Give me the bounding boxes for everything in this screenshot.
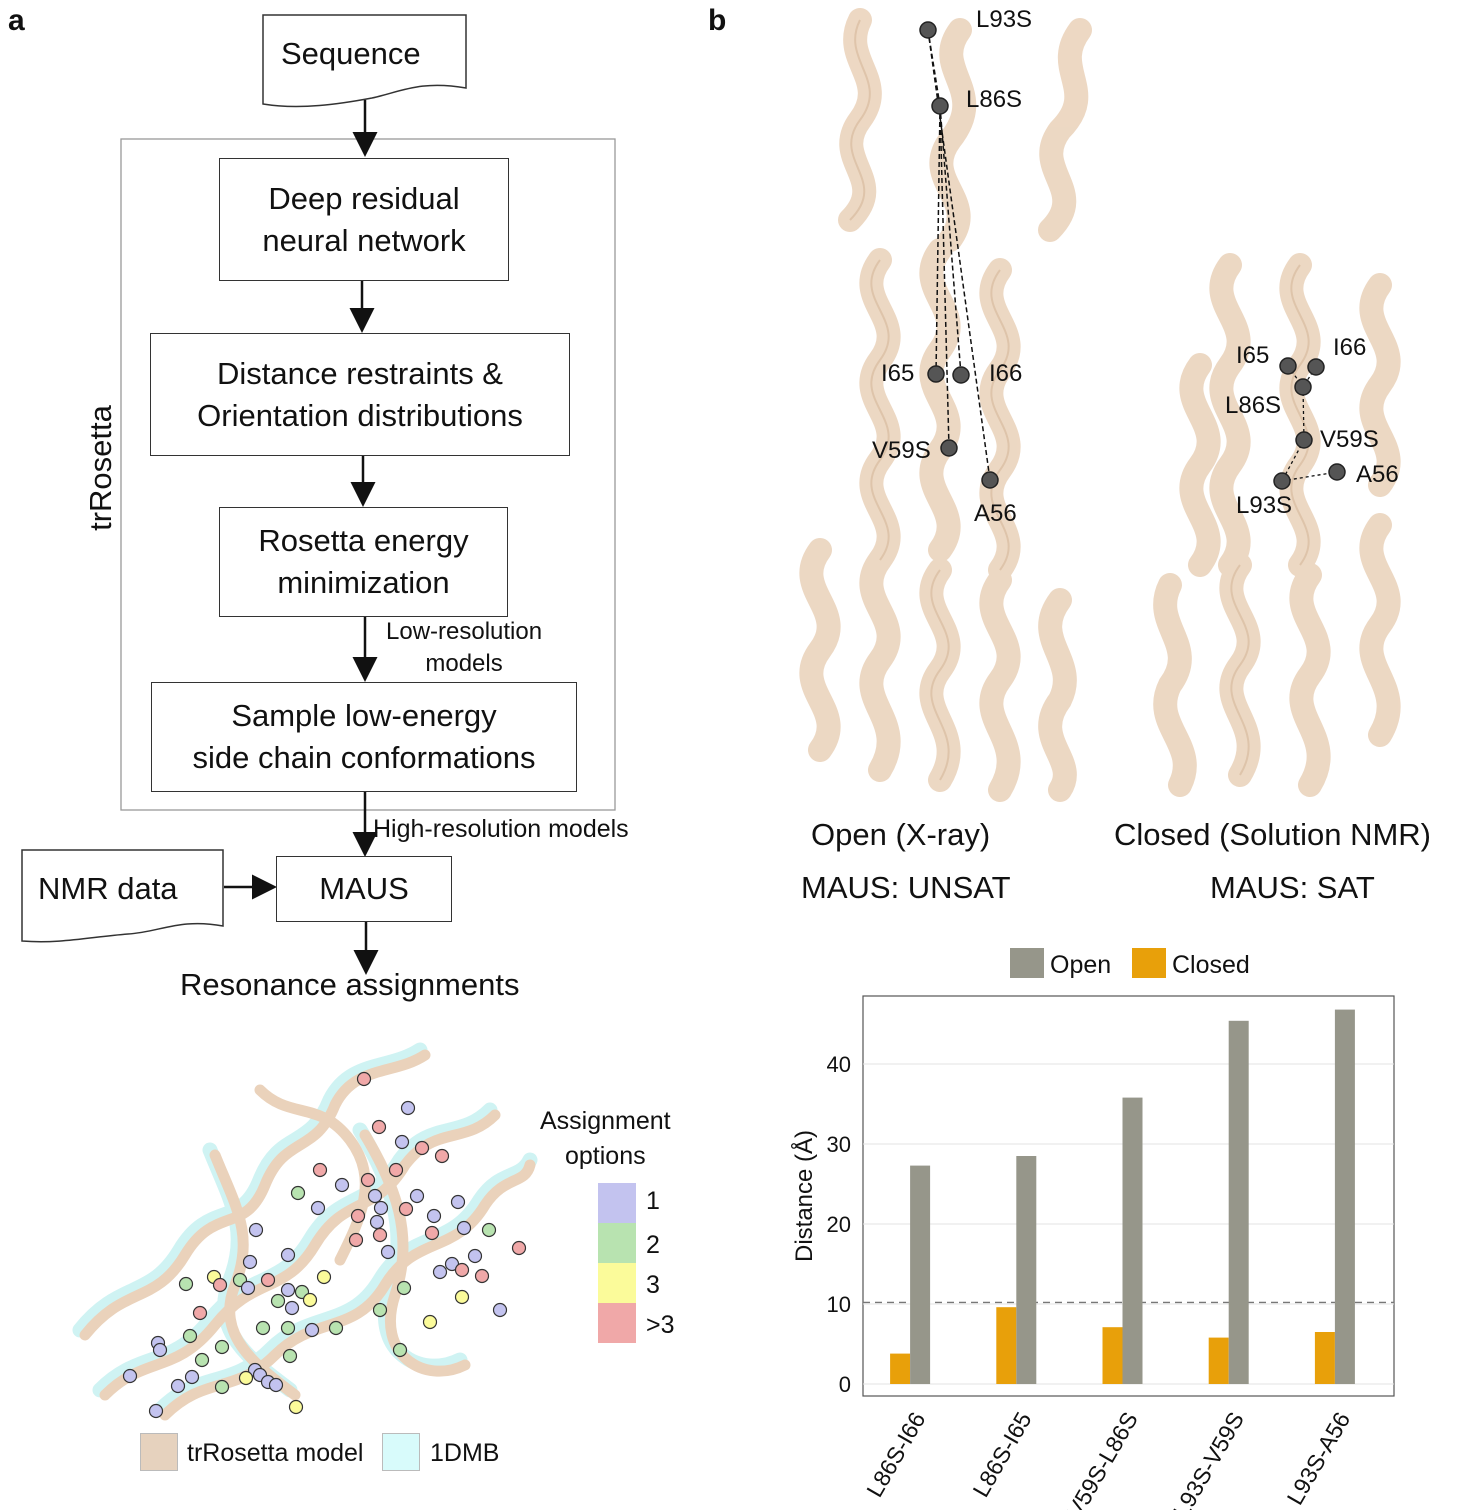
x-tick-label-L86S-I65: L86S-I65 — [967, 1408, 1036, 1502]
x-tick-label-L93S-V59S: L93S-V59S — [1168, 1408, 1249, 1510]
distance-restraints-text: Distance restraints & Orientation distri… — [197, 355, 523, 433]
open-atoms — [919, 21, 999, 489]
trrosetta-model-swatch — [140, 1433, 178, 1471]
sample-conformations-box: Sample low-energy side chain conformatio… — [151, 682, 577, 792]
bar-open-L93S-V59S — [1228, 1020, 1249, 1384]
high-resolution-models-label: High-resolution models — [373, 815, 629, 843]
bar-closed-V59S-L86S — [1102, 1327, 1123, 1384]
bar-closed-L93S-A56 — [1314, 1332, 1335, 1384]
y-tick-label-20: 20 — [827, 1212, 851, 1237]
closed-label-a56: A56 — [1356, 461, 1399, 488]
legend-swatch-closed — [1132, 948, 1166, 978]
y-tick-label-30: 30 — [827, 1132, 851, 1157]
rosetta-minimization-text: Rosetta energy minimization — [258, 523, 469, 600]
open-label-l93s: L93S — [976, 6, 1033, 33]
x-tick-label-V59S-L86S: V59S-L86S — [1061, 1408, 1142, 1510]
closed-title: Closed (Solution NMR) — [1114, 817, 1431, 852]
trrosetta-label: trRosetta — [82, 405, 118, 531]
closed-structure-image — [1153, 253, 1401, 797]
bar-closed-L93S-V59S — [1208, 1337, 1229, 1384]
x-tick-label-L93S-A56: L93S-A56 — [1282, 1408, 1356, 1510]
sequence-label: Sequence — [281, 36, 421, 71]
distance-bar-chart: Open Closed 0 10 20 30 40 L86S-I66 L86S-I65 V5… — [790, 948, 1395, 1510]
1dmb-label: 1DMB — [430, 1439, 500, 1467]
open-title: Open (X-ray) — [811, 817, 991, 852]
y-tick-label-40: 40 — [827, 1052, 851, 1077]
bar-open-L86S-I65 — [1016, 1156, 1037, 1384]
distance-restraints-box: Distance restraints & Orientation distri… — [150, 333, 570, 456]
open-label-l86s: L86S — [966, 86, 1023, 113]
y-axis-label: Distance (Å) — [790, 1130, 818, 1262]
panel-a-letter: a — [8, 4, 25, 37]
open-helix-stripes — [849, 19, 1010, 781]
assignment-options-title: Assignment options — [540, 1107, 671, 1170]
assignment-swatch-2 — [598, 1223, 636, 1263]
y-tick-label-0: 0 — [839, 1372, 851, 1397]
maus-box: MAUS — [276, 856, 452, 922]
assignment-structure-image — [72, 1042, 538, 1421]
deep-residual-network-box: Deep residual neural network — [219, 158, 509, 281]
closed-label-v59s: V59S — [1320, 426, 1379, 453]
1dmb-swatch — [382, 1433, 420, 1471]
closed-atoms — [1273, 357, 1346, 490]
closed-maus-result: MAUS: SAT — [1210, 870, 1375, 905]
sequence-document-shape — [262, 14, 467, 108]
bar-layer — [890, 1009, 1355, 1384]
panel-b-letter: b — [708, 4, 727, 37]
closed-label-i66: I66 — [1333, 334, 1367, 361]
legend-swatch-open — [1010, 948, 1044, 978]
assignment-spheres — [122, 1071, 527, 1419]
low-resolution-models-label: Low-resolution models — [386, 618, 543, 677]
assignment-swatch-1 — [598, 1183, 636, 1223]
bar-open-V59S-L86S — [1122, 1097, 1143, 1384]
chart-legend: Open Closed — [1010, 948, 1250, 979]
closed-label-l93s: L93S — [1236, 492, 1293, 519]
sample-conformations-text: Sample low-energy side chain conformatio… — [192, 698, 536, 775]
flowchart-connectors — [21, 14, 616, 975]
assignment-label-4: >3 — [646, 1311, 675, 1339]
tick-layer: 0 10 20 30 40 — [827, 1052, 851, 1397]
rosetta-minimization-box: Rosetta energy minimization — [219, 507, 508, 617]
closed-label-i65: I65 — [1236, 342, 1270, 369]
bar-closed-L86S-I65 — [996, 1307, 1017, 1384]
open-label-i65: I65 — [881, 360, 915, 387]
open-label-v59s: V59S — [872, 437, 931, 464]
closed-helix-stripes — [1230, 264, 1310, 776]
legend-label-closed: Closed — [1172, 951, 1250, 979]
xlabel-layer: L86S-I66 L86S-I65 V59S-L86S L93S-V59S L93S-A… — [861, 1408, 1355, 1510]
assignment-label-2: 2 — [646, 1231, 660, 1259]
assignment-label-3: 3 — [646, 1271, 660, 1299]
y-tick-label-10: 10 — [827, 1292, 851, 1317]
open-structure-image — [799, 8, 1092, 802]
bar-closed-L86S-I66 — [890, 1353, 911, 1384]
open-maus-result: MAUS: UNSAT — [801, 870, 1011, 905]
bar-open-L86S-I66 — [910, 1165, 931, 1384]
open-label-i66: I66 — [989, 360, 1023, 387]
assignment-swatch-4 — [598, 1303, 636, 1343]
legend-label-open: Open — [1050, 951, 1111, 979]
deep-residual-network-text: Deep residual neural network — [262, 180, 466, 258]
trrosetta-model-label: trRosetta model — [187, 1439, 364, 1467]
nmr-data-label: NMR data — [38, 871, 178, 906]
bar-open-L93S-A56 — [1334, 1009, 1355, 1384]
assignment-swatch-3 — [598, 1263, 636, 1303]
nmr-document-shape — [21, 849, 224, 943]
x-tick-label-L86S-I66: L86S-I66 — [861, 1408, 930, 1502]
maus-text: MAUS — [319, 871, 409, 906]
resonance-assignments-label: Resonance assignments — [180, 967, 520, 1002]
assignment-label-1: 1 — [646, 1187, 660, 1215]
open-label-a56: A56 — [974, 500, 1017, 527]
closed-label-l86s: L86S — [1225, 392, 1282, 419]
